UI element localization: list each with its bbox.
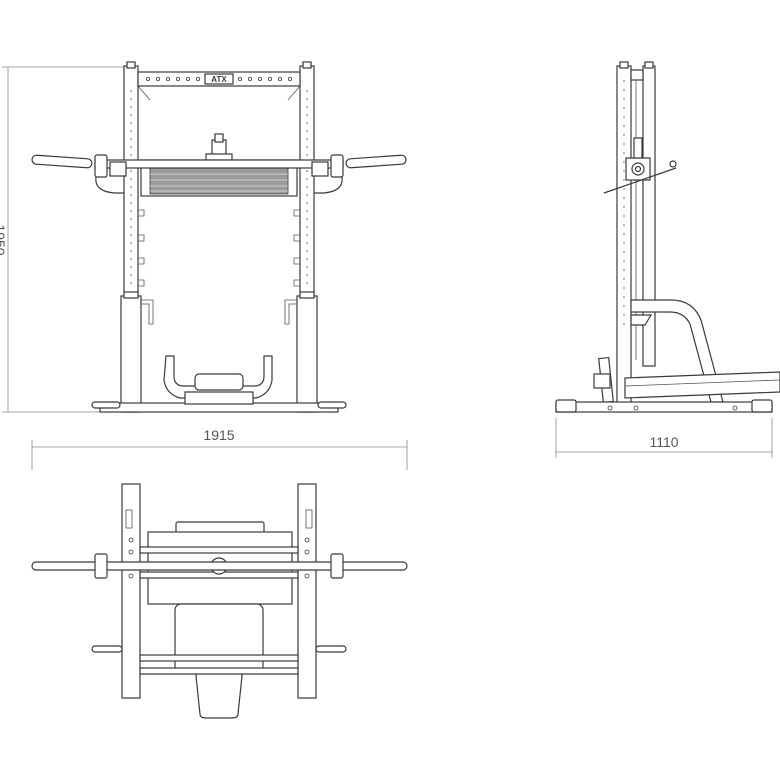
left-handle — [31, 154, 93, 169]
front-view: ATX — [31, 61, 407, 413]
top-right-frame — [297, 483, 317, 699]
top-bar — [31, 561, 408, 571]
top-headrest — [195, 671, 243, 719]
bar-hooks — [95, 176, 343, 194]
side-back-pad — [624, 371, 780, 399]
sled-grip-plate — [149, 167, 289, 195]
crossbar-holes — [145, 77, 292, 82]
atx-logo-plate — [204, 73, 234, 85]
footplate-frame — [163, 355, 273, 399]
depth-dimension: 1110 — [555, 418, 773, 458]
footplate-pad — [194, 373, 244, 391]
atx-logo: ATX — [211, 75, 227, 84]
top-left-frame — [121, 483, 141, 699]
right-handle — [345, 154, 407, 169]
height-dimension: 1950 — [0, 66, 125, 413]
lower-pins — [141, 299, 297, 325]
side-view — [555, 61, 780, 413]
side-handle — [603, 167, 677, 194]
safety-hooks — [138, 209, 300, 287]
width-dimension-label: 1915 — [203, 427, 234, 443]
height-dimension-label: 1950 — [0, 224, 8, 255]
top-back-pad — [174, 603, 264, 673]
width-dimension: 1915 — [31, 427, 408, 470]
bar — [94, 159, 344, 169]
side-base — [555, 401, 773, 413]
depth-dimension-label: 1110 — [649, 434, 678, 450]
upright-holes — [130, 90, 308, 290]
top-view — [31, 483, 408, 719]
